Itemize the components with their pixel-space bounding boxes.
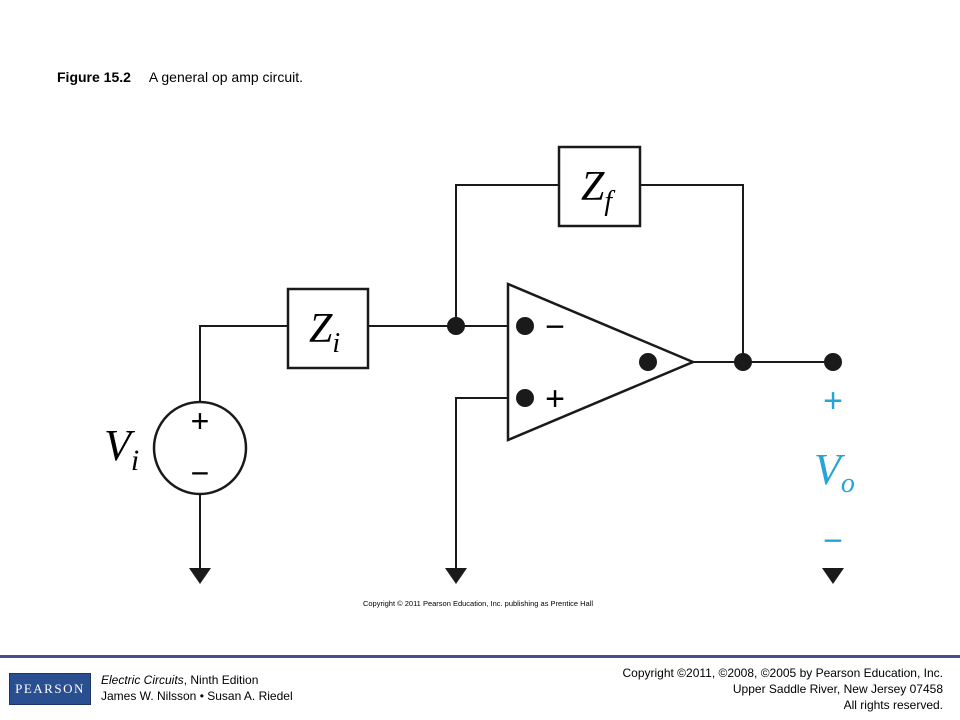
vo-minus-sign: − [823,522,843,560]
book-info: Electric Circuits, Ninth Edition James W… [101,672,293,704]
wire-source-to-zi [199,325,288,402]
logo-text: PEARSON [15,681,85,696]
vo-label: Vo [814,445,855,499]
figure-caption: Figure 15.2 A general op amp circuit. [57,69,303,85]
op-amp-circuit-diagram: Zf Zi Vi + − − + + Vo − Copyright © 2011… [104,145,855,608]
pearson-logo: PEARSON [9,673,91,705]
publisher-copyright: Copyright ©2011, ©2008, ©2005 by Pearson… [622,665,943,713]
copyright-line-3: All rights reserved. [843,698,943,712]
book-authors: James W. Nilsson • Susan A. Riedel [101,689,293,703]
circuit-nodes [447,317,842,407]
ground-arrow-icon [445,568,467,584]
figure-title: A general op amp circuit. [148,69,304,85]
op-amp-triangle [506,282,697,442]
ground-symbols [189,568,844,584]
book-edition: , Ninth Edition [183,673,259,687]
ground-arrow-icon [189,568,211,584]
wire-noninverting-to-ground [455,397,525,568]
noninverting-sign: + [545,380,565,418]
vo-plus-sign: + [823,382,843,420]
terminal-inverting [516,317,534,335]
ground-arrow-icon [822,568,844,584]
vo-label-group: + Vo − [814,382,855,560]
copyright-line-1: Copyright ©2011, ©2008, ©2005 by Pearson… [622,666,943,680]
node-output-junction [734,353,752,371]
zf-label: Zf [581,164,615,217]
terminal-output-inner [639,353,657,371]
book-title: Electric Circuits [101,673,184,687]
copyright-line-2: Upper Saddle River, New Jersey 07458 [732,682,943,696]
source-plus-sign: + [191,403,210,439]
figure-label: Figure 15.2 [57,69,131,85]
terminal-noninverting [516,389,534,407]
book-title-line: Electric Circuits, Ninth Edition [101,672,293,688]
zi-label: Zi [309,306,340,359]
circuit-wires [199,184,833,568]
footer-divider [0,655,960,658]
zi-impedance-box [286,287,370,370]
node-inverting-junction [447,317,465,335]
image-copyright: Copyright © 2011 Pearson Education, Inc.… [363,599,593,608]
terminal-vo [824,353,842,371]
vi-label: Vi [104,421,139,477]
wire-feedback-left [455,184,559,326]
voltage-source-circle [152,400,248,496]
inverting-sign: − [545,308,565,346]
wire-feedback-right [640,184,744,362]
zf-impedance-box [557,145,642,228]
source-minus-sign: − [191,455,210,491]
